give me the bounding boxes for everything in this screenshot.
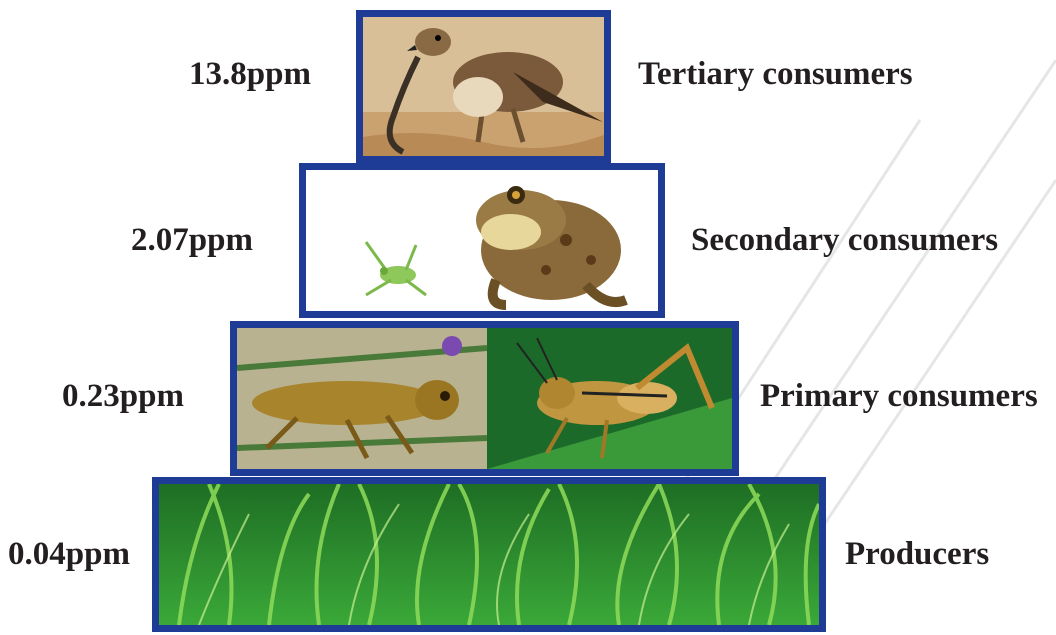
tier-secondary-consumers [299, 163, 665, 318]
tier-name-tertiary: Tertiary consumers [638, 58, 913, 91]
grasshopper-icon [237, 328, 487, 469]
tier-concentration-tertiary: 13.8ppm [189, 58, 311, 91]
tier-name-secondary: Secondary consumers [691, 224, 998, 257]
tier-concentration-producers: 0.04ppm [8, 538, 130, 571]
grass-icon [159, 484, 819, 625]
tier-concentration-secondary: 2.07ppm [131, 224, 253, 257]
grasshopper-icon [487, 328, 732, 469]
tier-name-primary: Primary consumers [760, 380, 1038, 413]
tier-concentration-primary: 0.23ppm [62, 380, 184, 413]
tier-name-producers: Producers [845, 538, 989, 571]
hawk-icon [363, 17, 604, 156]
tier-producers [152, 477, 826, 632]
toad-icon [306, 170, 658, 311]
tier-tertiary-consumers [356, 10, 611, 163]
tier-primary-consumers [230, 321, 739, 476]
